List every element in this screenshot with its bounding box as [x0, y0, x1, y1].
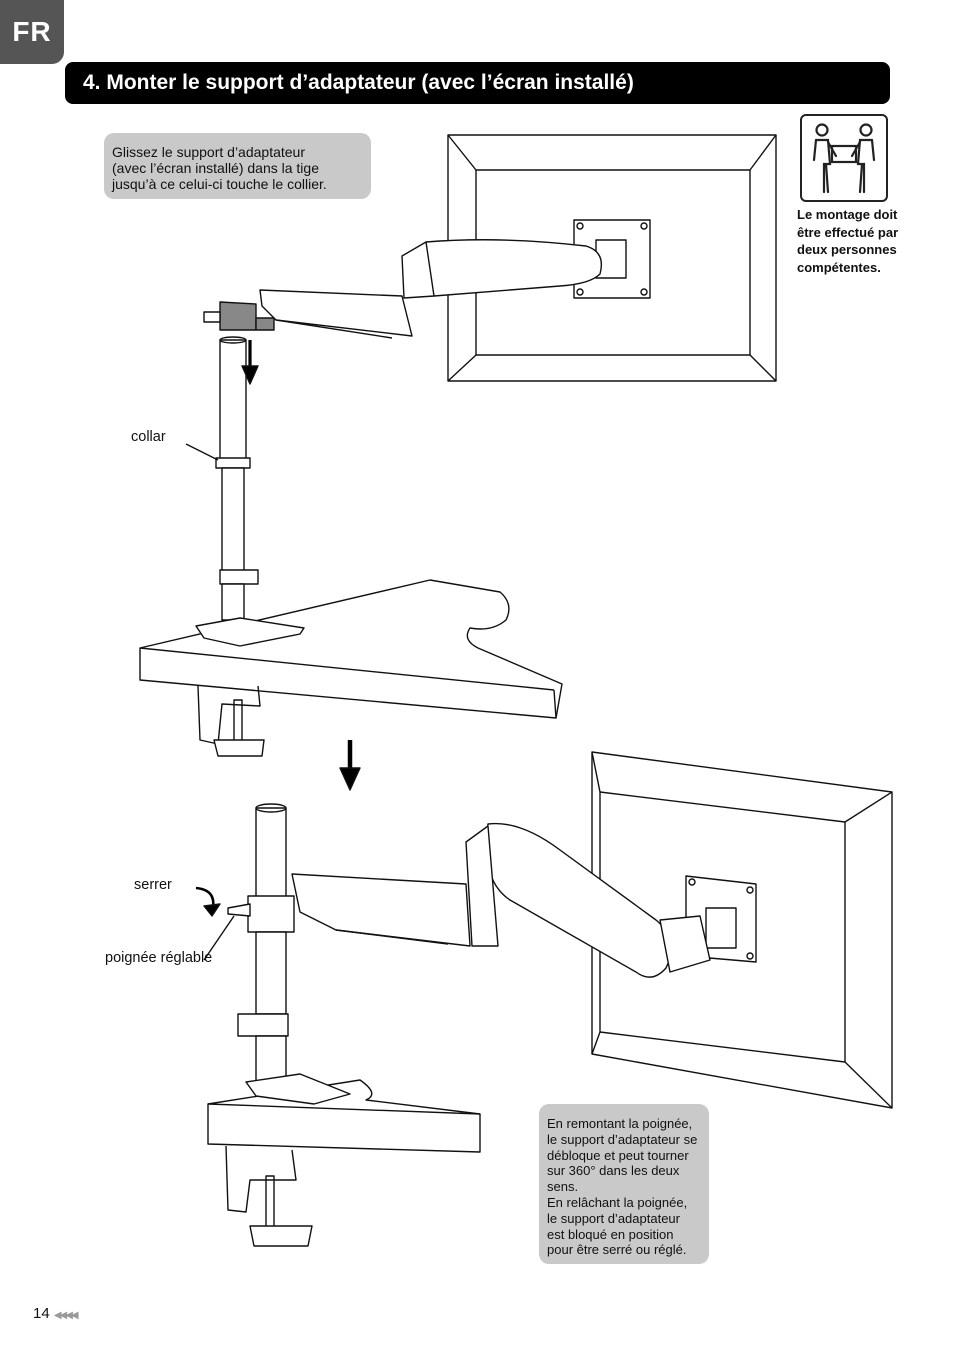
page-number: 14 ◀◀◀◀: [33, 1305, 79, 1322]
rotate-arrow-head: [203, 903, 221, 917]
handle-label: poignée réglable: [105, 950, 213, 966]
arm-bottom: [291, 822, 711, 978]
down-arrow-large: [339, 767, 361, 791]
section-title: 4. Monter le support d’adaptateur (avec …: [65, 62, 890, 104]
page-arrows-icon: ◀◀◀◀: [53, 1310, 79, 1321]
pole-top: [185, 336, 259, 621]
instruction-note-bottom: En remontant la poignée, le support d’ad…: [539, 1104, 709, 1264]
instruction-text: Glissez le support d’adaptateur (avec l’…: [112, 144, 327, 192]
down-arrow-small: [241, 365, 259, 385]
collar-label: collar: [131, 429, 166, 445]
handle-note-text: En remontant la poignée, le support d’ad…: [547, 1116, 698, 1258]
warning-text: Le montage doit être effectué par deux p…: [797, 207, 899, 275]
desk-bottom: [207, 1073, 481, 1247]
language-tab: FR: [0, 0, 64, 64]
pole-bottom: [203, 803, 295, 1083]
two-person-lift-icon: [800, 114, 888, 202]
arm-top: [203, 239, 603, 339]
instruction-note-top: Glissez le support d’adaptateur (avec l’…: [104, 133, 371, 199]
desk-top: [139, 579, 563, 757]
tighten-label: serrer: [134, 877, 172, 893]
